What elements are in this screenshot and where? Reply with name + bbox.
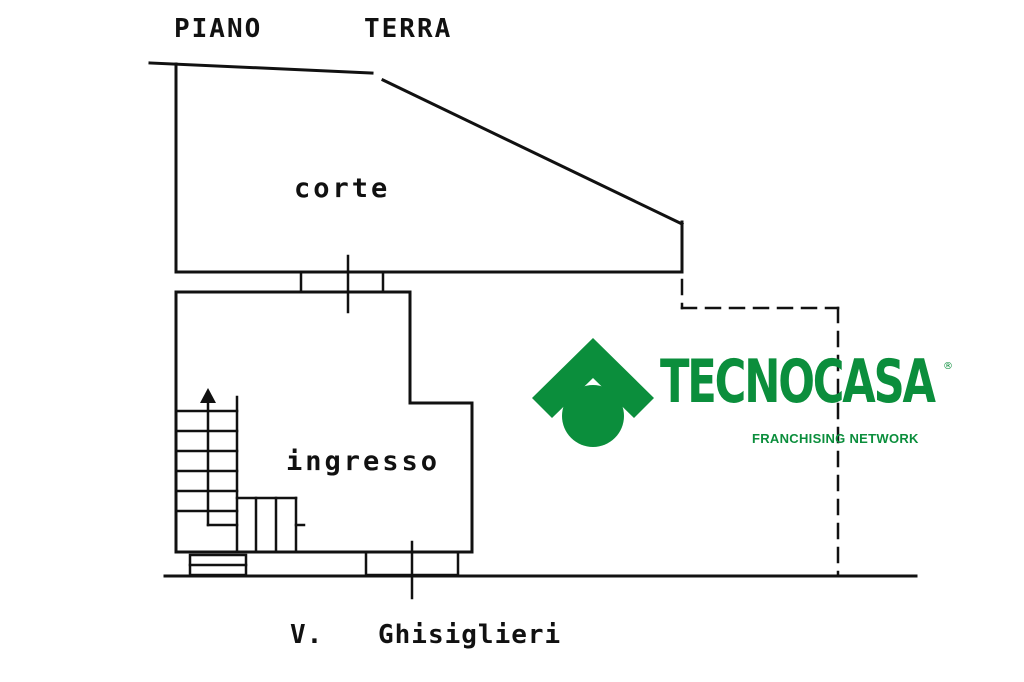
- stair-direction-arrow-icon: [200, 388, 216, 403]
- tecnocasa-house-logo-icon: [532, 338, 654, 447]
- front-openings: [188, 540, 460, 600]
- brand-name: TECNOCASA: [660, 347, 936, 417]
- room-label-ingresso: ingresso: [286, 446, 441, 477]
- street-name: Ghisiglieri: [378, 620, 562, 650]
- floor-title-right: TERRA: [364, 14, 453, 44]
- room-label-corte: corte: [294, 173, 391, 204]
- dashed-boundary: [680, 278, 840, 578]
- registered-mark: ®: [943, 361, 953, 372]
- street-prefix: V.: [290, 620, 324, 650]
- rear-door: [299, 254, 385, 314]
- brand-tagline: FRANCHISING NETWORK: [752, 431, 919, 446]
- entrance-walls: [174, 290, 474, 554]
- floor-title-left: PIANO: [174, 14, 263, 44]
- staircase: [174, 395, 306, 554]
- courtyard-outline: [148, 61, 685, 274]
